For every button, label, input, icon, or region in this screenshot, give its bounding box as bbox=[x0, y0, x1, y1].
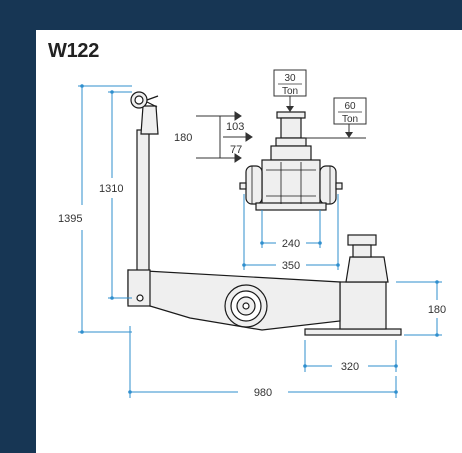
dim-lift-high: 103 bbox=[226, 121, 244, 133]
model-title: W122 bbox=[48, 40, 100, 62]
saddle-top bbox=[347, 234, 377, 246]
front-axle-right bbox=[335, 182, 343, 190]
dim-total-length: 980 bbox=[254, 387, 272, 399]
front-ram-1 bbox=[280, 117, 302, 139]
front-saddle bbox=[276, 111, 306, 119]
dimension-ticks bbox=[80, 84, 439, 394]
dim-outer-width: 350 bbox=[282, 260, 300, 272]
dim-lift-combined: 180 bbox=[174, 132, 192, 144]
base-plate bbox=[304, 328, 402, 336]
front-base bbox=[255, 202, 327, 211]
rear-block bbox=[127, 269, 151, 307]
dim-handle-height: 1310 bbox=[99, 183, 123, 195]
load-label-60 bbox=[305, 97, 367, 139]
front-wheel-left bbox=[245, 165, 263, 205]
load-unit-30: Ton bbox=[282, 86, 298, 97]
front-housing bbox=[261, 159, 321, 207]
wheel bbox=[224, 284, 268, 328]
load-label-30 bbox=[273, 69, 307, 112]
dim-lift-low: 77 bbox=[230, 144, 242, 156]
handle-head bbox=[140, 105, 159, 135]
cylinder-housing bbox=[339, 281, 387, 330]
dim-saddle-height: 180 bbox=[428, 304, 446, 316]
load-unit-60: Ton bbox=[342, 114, 358, 125]
lift-height-marker bbox=[196, 111, 253, 163]
upper-column bbox=[345, 256, 389, 283]
load-value-60: 60 bbox=[344, 101, 356, 112]
front-ram-2 bbox=[270, 145, 312, 161]
load-value-30: 30 bbox=[284, 73, 296, 84]
front-axle-left bbox=[239, 182, 247, 190]
front-view-details bbox=[251, 162, 331, 204]
dimension-lines bbox=[78, 85, 442, 398]
front-collar bbox=[275, 137, 307, 147]
dim-total-height: 1395 bbox=[58, 213, 82, 225]
handle-shaft bbox=[136, 129, 150, 274]
rear-pivot bbox=[136, 294, 144, 302]
saddle-neck bbox=[352, 244, 372, 258]
dim-base-width: 320 bbox=[341, 361, 359, 373]
dim-inner-width: 240 bbox=[282, 238, 300, 250]
handle-grip bbox=[130, 91, 159, 109]
drawing-card bbox=[36, 30, 462, 453]
front-view bbox=[239, 111, 343, 211]
front-wheel-right bbox=[319, 165, 337, 205]
